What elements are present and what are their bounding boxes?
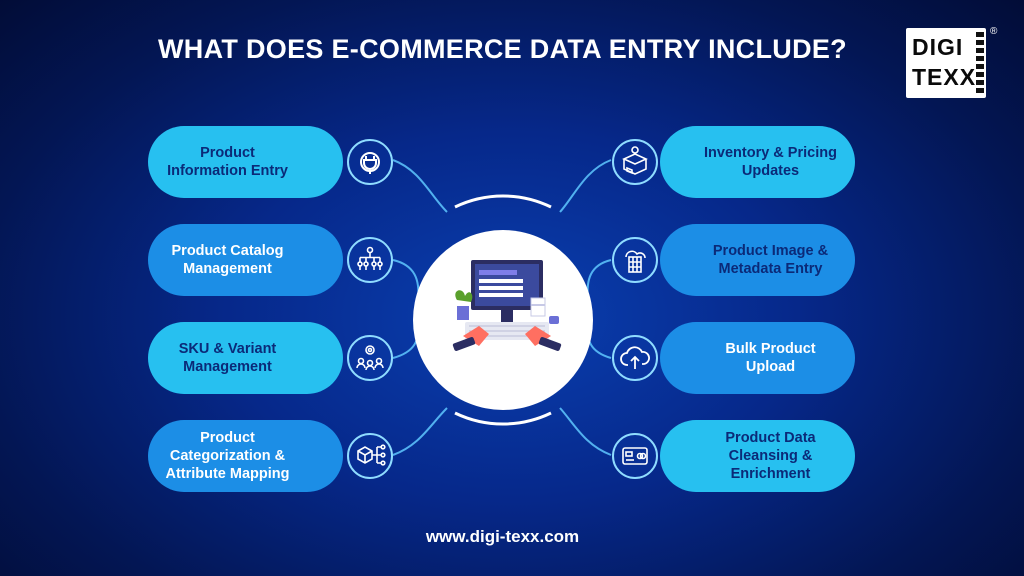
pill-sku-variant-management: SKU & Variant Management: [148, 322, 343, 394]
registered-mark: ®: [990, 26, 998, 37]
pill-product-image-metadata: Product Image & Metadata Entry: [660, 224, 855, 296]
pill-product-categorization: Product Categorization & Attribute Mappi…: [148, 420, 343, 492]
pill-product-information-entry: Product Information Entry: [148, 126, 343, 198]
pill-label: Product Information Entry: [167, 145, 288, 179]
page-title: WHAT DOES E-COMMERCE DATA ENTRY INCLUDE?: [158, 34, 847, 64]
cloud-upload-icon: [612, 335, 658, 381]
logo-line-1: DIGI: [912, 34, 964, 60]
pill-product-data-cleansing: Product Data Cleansing & Enrichment: [660, 420, 855, 492]
center-illustration: [413, 230, 593, 410]
pill-label: Product Catalog Management: [171, 243, 284, 277]
pill-label: Inventory & Pricing Updates: [704, 145, 837, 179]
cube-network-icon: [347, 433, 393, 479]
pill-label: Bulk Product Upload: [725, 341, 816, 375]
digitexx-logo: DIGI TEXX: [906, 28, 986, 98]
pill-label: Product Image & Metadata Entry: [712, 243, 829, 277]
hierarchy-icon: [347, 237, 393, 283]
pill-label: SKU & Variant Management: [178, 341, 277, 375]
pill-label: Product Data Cleansing & Enrichment: [725, 430, 816, 482]
gear-people-icon: [347, 335, 393, 381]
card-icon: [612, 433, 658, 479]
pill-bulk-product-upload: Bulk Product Upload: [660, 322, 855, 394]
server-cloud-icon: [612, 237, 658, 283]
computer-workstation-illustration: [452, 260, 562, 351]
film-strip-icon: [976, 32, 984, 94]
pill-product-catalog-management: Product Catalog Management: [148, 224, 343, 296]
plug-icon: [347, 139, 393, 185]
logo-line-2: TEXX: [912, 64, 977, 90]
box-price-icon: [612, 139, 658, 185]
pill-inventory-pricing-updates: Inventory & Pricing Updates: [660, 126, 855, 198]
pill-label: Product Categorization & Attribute Mappi…: [165, 430, 290, 482]
website-url: www.digi-texx.com: [425, 527, 580, 546]
